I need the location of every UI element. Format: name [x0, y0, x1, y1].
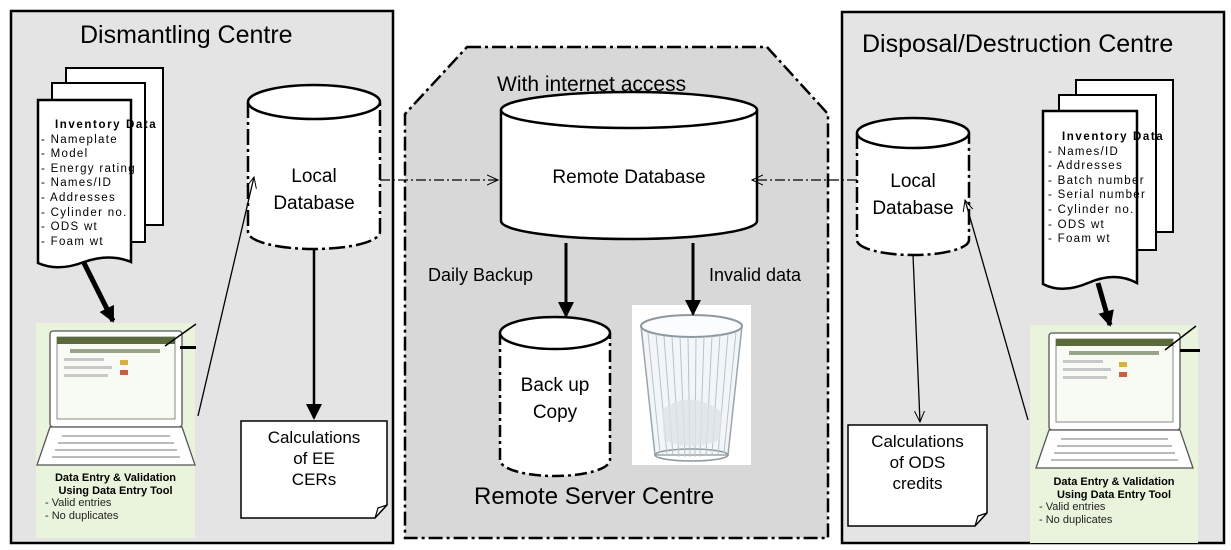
inventory-item: - Cylinder no. — [41, 206, 128, 219]
inventory-item: - Serial number — [1048, 189, 1147, 202]
arrow-local-db-to-calc-right — [912, 254, 920, 422]
dismantling-doc-fold — [374, 504, 388, 519]
disposal-inventory-pages — [1041, 79, 1174, 290]
inventory-item: - Cylinder no. — [1048, 203, 1135, 216]
arrow-tool-to-local-db-right — [965, 200, 1029, 421]
tool-note: - No duplicates — [45, 509, 119, 522]
inventory-item: - Foam wt — [41, 235, 104, 248]
dismantling-inventory-title: Inventory Data — [55, 119, 158, 131]
inventory-item: - Addresses — [41, 191, 117, 204]
inventory-item: - ODS wt — [41, 221, 99, 234]
remote-server-centre-title: Remote Server Centre — [474, 483, 715, 510]
dismantling-tool-caption: Data Entry & Validation Using Data Entry… — [36, 472, 195, 522]
local-db-label-line: Local — [890, 171, 936, 192]
calc-line: credits — [892, 474, 943, 493]
backup-copy-label: Back up Copy — [500, 372, 610, 426]
tool-caption-line: Data Entry & Validation — [1053, 476, 1175, 488]
tool-note: - No duplicates — [1039, 513, 1113, 526]
dismantling-calculations-doc — [240, 420, 388, 519]
trash-bin-icon — [632, 305, 751, 465]
disposal-centre-title: Disposal/Destruction Centre — [862, 30, 1174, 58]
inventory-item: - Nameplate — [41, 133, 118, 146]
local-db-label-line: Database — [872, 198, 954, 219]
disposal-local-database — [855, 116, 971, 257]
disposal-inventory-title: Inventory Data — [1062, 131, 1165, 143]
disposal-calculations-text: Calculations of ODS credits — [848, 431, 987, 494]
inventory-item: - Foam wt — [1048, 233, 1111, 246]
disposal-data-entry-tool — [1030, 325, 1200, 543]
inventory-item: - Batch number — [1048, 174, 1145, 187]
tool-note: - Valid entries — [1039, 501, 1106, 513]
inventory-item: - Energy rating — [41, 162, 136, 175]
disposal-calculations-doc — [847, 424, 988, 527]
inventory-item: - Model — [41, 148, 89, 161]
remote-db-label: Remote Database — [552, 167, 706, 188]
arrow-inventory-to-tool-left — [81, 261, 116, 323]
dismantling-inventory-pages — [36, 67, 164, 269]
calc-line: of ODS — [889, 453, 946, 472]
disposal-doc-fold — [974, 512, 988, 527]
tool-note: - Valid entries — [45, 497, 112, 509]
dismantling-calculations-text: Calculations of EE CERs — [241, 427, 387, 490]
backup-copy-line: Copy — [532, 402, 578, 423]
disposal-inventory-list: Inventory Data - Names/ID - Addresses - … — [1048, 130, 1164, 247]
remote-database — [499, 90, 759, 241]
dismantling-inventory-list: Inventory Data - Nameplate - Model - Ene… — [41, 118, 157, 249]
local-db-label-line: Local — [291, 166, 337, 187]
local-db-label-line: Database — [273, 193, 355, 214]
arrow-tool-to-local-db-left — [197, 177, 254, 417]
dismantling-local-database — [246, 83, 382, 251]
inventory-item: - Names/ID — [1048, 145, 1120, 158]
calc-line: Calculations — [871, 432, 964, 451]
inventory-item: - Names/ID — [41, 177, 113, 190]
internet-access-label: With internet access — [497, 73, 687, 96]
dismantling-data-entry-tool — [36, 323, 197, 538]
daily-backup-label: Daily Backup — [428, 265, 534, 285]
tool-caption-line: Using Data Entry Tool — [58, 484, 173, 497]
inventory-item: - Addresses — [1048, 160, 1124, 173]
disposal-local-db-label: Local Database — [861, 168, 965, 222]
calc-line: Calculations — [267, 428, 361, 447]
dismantling-local-db-label: Local Database — [262, 163, 366, 217]
backup-copy-line: Back up — [520, 375, 590, 396]
dismantling-centre-title: Dismantling Centre — [80, 21, 293, 49]
inventory-item: - ODS wt — [1048, 218, 1106, 231]
calc-line: of EE — [293, 449, 335, 468]
backup-copy-database — [498, 315, 612, 478]
arrow-inventory-to-tool-right — [1095, 282, 1114, 327]
calc-line: CERs — [291, 470, 337, 489]
tool-caption-line: Using Data Entry Tool — [1056, 488, 1172, 501]
invalid-data-label: Invalid data — [709, 265, 802, 285]
tool-caption-line: Data Entry & Validation — [54, 472, 177, 484]
disposal-tool-caption: Data Entry & Validation Using Data Entry… — [1030, 476, 1198, 526]
